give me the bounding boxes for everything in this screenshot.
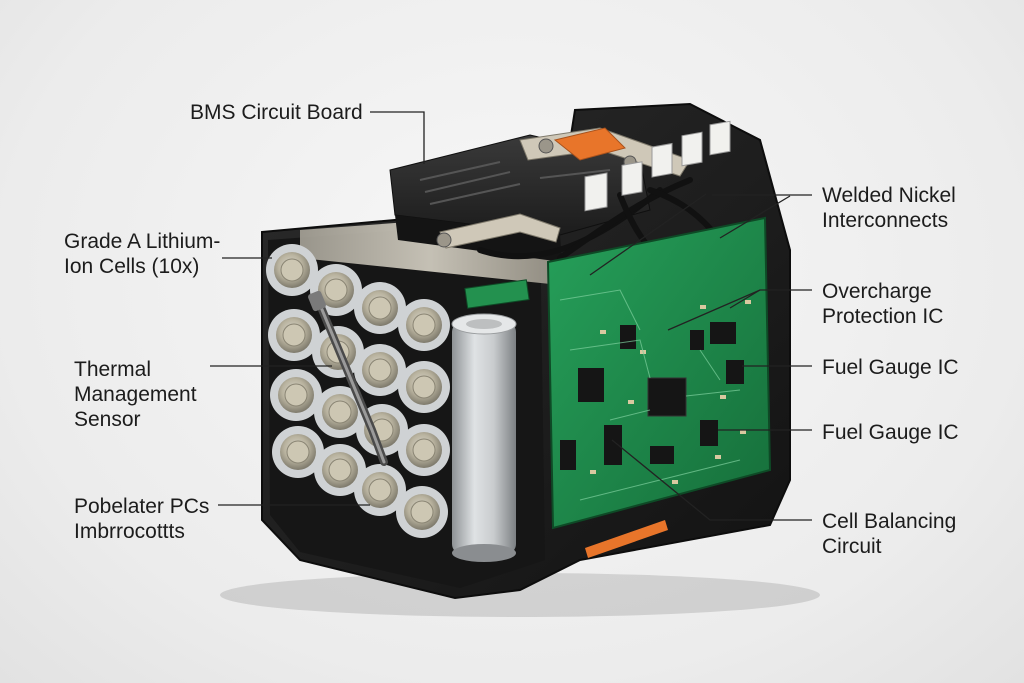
exposed-cell: [451, 313, 517, 562]
fuel-gauge-chip: [647, 377, 687, 417]
label-welded-nickel: Welded Nickel Interconnects: [822, 183, 956, 233]
label-pobelater: Pobelater PCs Imbrrocottts: [74, 494, 209, 544]
label-line: Overcharge: [822, 280, 932, 303]
label-line: Cell Balancing: [822, 510, 957, 533]
label-line: Fuel Gauge IC: [822, 421, 959, 444]
connector-board: [464, 279, 530, 309]
label-line: Imbrrocottts: [74, 520, 185, 543]
label-thermal-sensor: Thermal Management Sensor: [74, 357, 197, 432]
label-overcharge-ic: Overcharge Protection IC: [822, 279, 943, 329]
leader-lines: [210, 111, 812, 521]
green-pcb: [546, 120, 772, 530]
label-bms-board: BMS Circuit Board: [190, 100, 363, 125]
lithium-cell: [266, 244, 318, 296]
leader-overcharge-2: [729, 289, 761, 309]
lithium-cell: [268, 309, 320, 361]
lithium-cell: [354, 282, 406, 334]
label-line: Sensor: [74, 408, 141, 431]
lithium-cell: [396, 486, 448, 538]
label-line: Protection IC: [822, 305, 944, 328]
label-fuel-gauge-1: Fuel Gauge IC: [822, 355, 959, 380]
lithium-cell: [314, 444, 366, 496]
overcharge-chip: [710, 322, 736, 344]
label-line: Circuit: [822, 535, 882, 558]
label-line: Grade A Lithium-: [64, 230, 221, 253]
lithium-cell: [398, 299, 450, 351]
leader-welded-3: [589, 193, 707, 276]
label-fuel-gauge-2: Fuel Gauge IC: [822, 420, 959, 445]
label-line: Thermal: [74, 358, 152, 381]
label-line: Fuel Gauge IC: [822, 356, 959, 379]
lithium-cell: [398, 361, 450, 413]
leader-welded-2: [719, 195, 791, 239]
label-line: BMS Circuit Board: [190, 101, 363, 124]
label-line: Pobelater PCs: [74, 495, 210, 518]
thermal-sensor-probe: [308, 290, 388, 466]
leader-bms: [370, 111, 425, 164]
lithium-cell: [270, 369, 322, 421]
orange-accent: [585, 520, 668, 558]
label-line: Ion Cells (10x): [64, 255, 200, 278]
label-line: Welded Nickel: [822, 184, 956, 207]
lithium-cell: [398, 424, 450, 476]
label-lithium-cells: Grade A Lithium- Ion Cells (10x): [64, 229, 220, 279]
lithium-cell: [354, 344, 406, 396]
orange-connector: [553, 127, 626, 161]
leader-balancing: [611, 439, 812, 521]
lithium-cell: [272, 426, 324, 478]
label-cell-balancing: Cell Balancing Circuit: [822, 509, 956, 559]
lithium-cell: [354, 464, 406, 516]
lithium-cell: [314, 386, 366, 438]
label-line: Management: [74, 383, 197, 406]
pack-shadow: [220, 573, 820, 617]
label-line: Interconnects: [822, 209, 949, 232]
